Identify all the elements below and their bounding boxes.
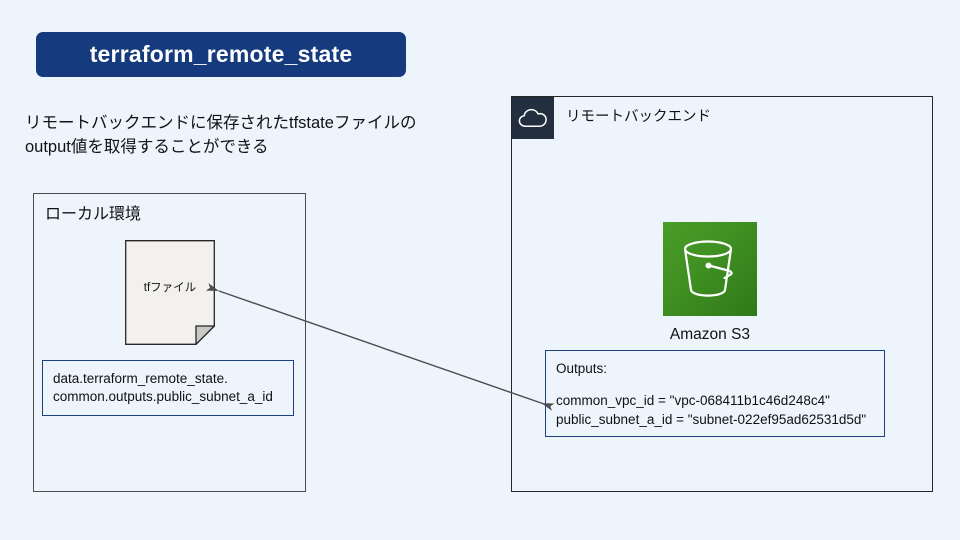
local-environment-title: ローカル環境 (45, 206, 142, 223)
description-text: リモートバックエンドに保存されたtfstateファイルの output値を取得す… (25, 112, 495, 160)
document-icon (125, 240, 215, 345)
outputs-entry: common_vpc_id = "vpc-068411b1c46d248c4" (556, 393, 830, 408)
outputs-heading: Outputs: (556, 361, 608, 376)
cloud-icon (512, 97, 554, 139)
outputs-entry: public_subnet_a_id = "subnet-022ef95ad62… (556, 411, 867, 427)
s3-bucket-icon (663, 222, 757, 316)
page-title: terraform_remote_state (89, 41, 353, 67)
description-line-1: リモートバックエンドに保存されたtfstateファイルの (25, 114, 417, 132)
data-reference-box: data.terraform_remote_state. common.outp… (42, 360, 294, 416)
data-reference-line-1: data.terraform_remote_state. (53, 370, 228, 386)
remote-backend-title: リモートバックエンド (566, 109, 711, 125)
data-reference-line-2: common.outputs.public_subnet_a_id (53, 389, 273, 404)
s3-service-label: Amazon S3 (669, 326, 751, 343)
description-line-2: output値を取得することができる (25, 137, 269, 156)
outputs-box: Outputs: common_vpc_id = "vpc-068411b1c4… (545, 350, 885, 437)
title-banner: terraform_remote_state (36, 32, 406, 77)
